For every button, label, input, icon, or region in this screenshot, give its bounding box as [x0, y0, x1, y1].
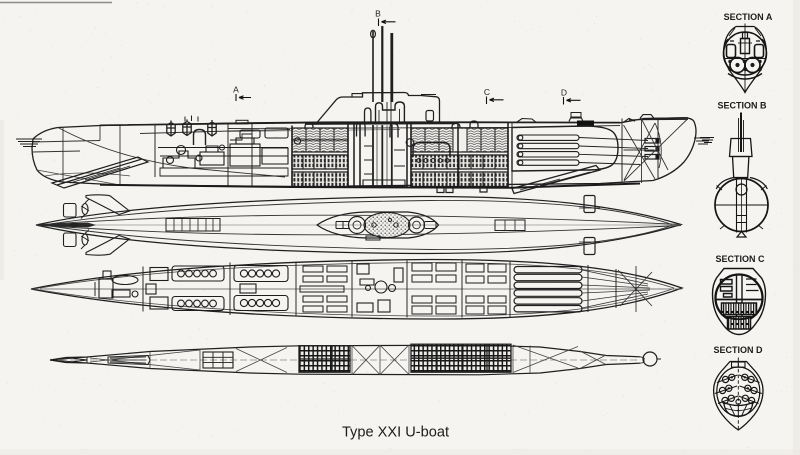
svg-text:SECTION A: SECTION A	[724, 12, 773, 22]
svg-text:SECTION C: SECTION C	[715, 254, 765, 264]
svg-text:SECTION B: SECTION B	[717, 101, 767, 111]
svg-text:C: C	[484, 87, 490, 97]
svg-text:A: A	[233, 85, 239, 95]
svg-text:Type XXI U-boat: Type XXI U-boat	[342, 425, 449, 441]
svg-text:SECTION D: SECTION D	[713, 345, 763, 355]
svg-text:D: D	[561, 88, 567, 98]
svg-text:B: B	[375, 9, 381, 19]
